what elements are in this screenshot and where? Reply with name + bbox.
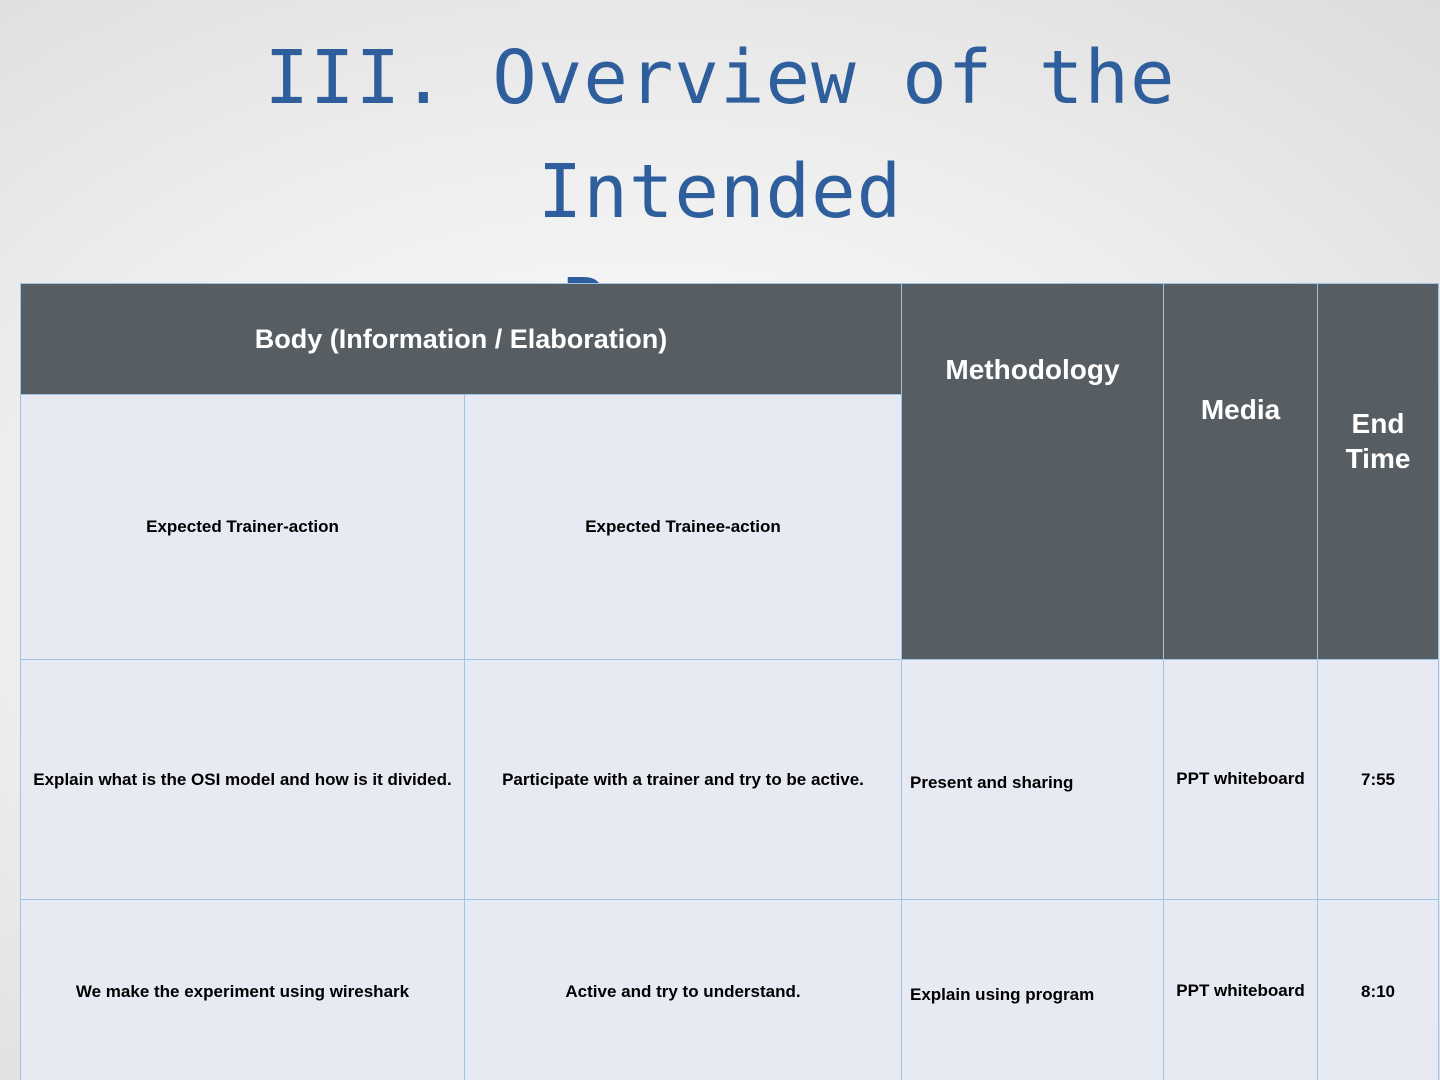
cell-trainer-action-text: We make the experiment using wireshark bbox=[75, 981, 410, 1001]
cell-trainer-action: We make the experiment using wireshark bbox=[20, 899, 465, 1080]
cell-trainee-action-text: Active and try to understand. bbox=[565, 981, 801, 1001]
cell-methodology-text: Explain using program bbox=[910, 985, 1095, 1005]
cell-media-text: PPT whiteboard bbox=[1176, 769, 1305, 789]
cell-methodology-text: Present and sharing bbox=[910, 773, 1074, 793]
cell-methodology: Present and sharing bbox=[901, 659, 1164, 900]
header-media-label: Media bbox=[1200, 393, 1281, 425]
table-header-row-sub: Expected Trainer-action Expected Trainee… bbox=[20, 394, 1439, 660]
cell-end-time: 7:55 bbox=[1317, 659, 1439, 900]
cell-trainee-action-text: Participate with a trainer and try to be… bbox=[502, 769, 864, 789]
cell-methodology: Explain using program bbox=[901, 899, 1164, 1080]
cell-media: PPT whiteboard bbox=[1163, 659, 1318, 900]
intended-process-table: Body (Information / Elaboration) Methodo… bbox=[20, 283, 1439, 1080]
cell-trainee-action: Participate with a trainer and try to be… bbox=[464, 659, 902, 900]
header-methodology-label: Methodology bbox=[945, 353, 1120, 385]
header-end-time: End Time bbox=[1317, 283, 1439, 660]
cell-trainer-action: Explain what is the OSI model and how is… bbox=[20, 659, 465, 900]
cell-end-time: 8:10 bbox=[1317, 899, 1439, 1080]
header-end-time-label: End Time bbox=[1345, 408, 1411, 474]
header-media: Media bbox=[1163, 283, 1318, 660]
cell-end-time-text: 8:10 bbox=[1360, 981, 1396, 1001]
cell-trainer-action-text: Explain what is the OSI model and how is… bbox=[33, 769, 452, 789]
table-row: Explain what is the OSI model and how is… bbox=[20, 659, 1439, 900]
header-methodology: Methodology bbox=[901, 283, 1164, 660]
header-expected-trainer-action: Expected Trainer-action bbox=[20, 394, 465, 660]
header-expected-trainee-action: Expected Trainee-action bbox=[464, 394, 902, 660]
cell-end-time-text: 7:55 bbox=[1360, 769, 1396, 789]
header-body-group: Body (Information / Elaboration) bbox=[20, 283, 902, 395]
cell-media-text: PPT whiteboard bbox=[1176, 981, 1305, 1001]
cell-media: PPT whiteboard bbox=[1163, 899, 1318, 1080]
table-header-row-top: Body (Information / Elaboration) Methodo… bbox=[20, 283, 1439, 660]
table-row: We make the experiment using wireshark A… bbox=[20, 899, 1439, 1080]
cell-trainee-action: Active and try to understand. bbox=[464, 899, 902, 1080]
